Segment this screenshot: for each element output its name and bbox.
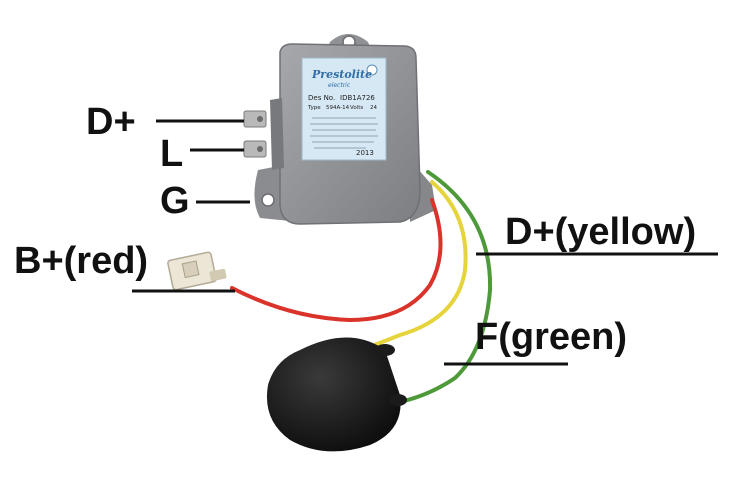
sticker-volts: 24 [370,105,377,111]
sticker-type: 594A-14 [326,105,350,111]
wire-yellow [370,180,468,348]
label-g: G [160,180,190,222]
label-l: L [160,133,184,175]
label-d-plus: D+ [86,101,136,143]
sticker-type-label: Type [307,105,321,111]
sticker-des-label: Des No. [308,94,335,102]
sticker-year: 2013 [356,149,374,157]
label-b-plus-red: B+(red) [14,240,149,282]
terminal-d-plus [243,110,267,128]
label-d-plus-yellow: D+(yellow) [505,211,697,253]
prestolite-sticker: Prestolite electric Des No. IDB1A726 Typ… [301,57,387,161]
sticker-brand: Prestolite [311,68,372,81]
b-plus-connector [167,251,227,291]
terminal-l [243,140,267,158]
leader-lines [132,119,718,366]
wire-red [230,198,443,323]
label-f-green: F(green) [475,316,627,358]
sticker-brand-sub: electric [328,82,351,89]
wire-green [398,170,493,404]
sticker-des-no: IDB1A726 [340,94,375,102]
sticker-volts-label: Volts [350,105,363,111]
brush-holder-cap [266,337,407,452]
